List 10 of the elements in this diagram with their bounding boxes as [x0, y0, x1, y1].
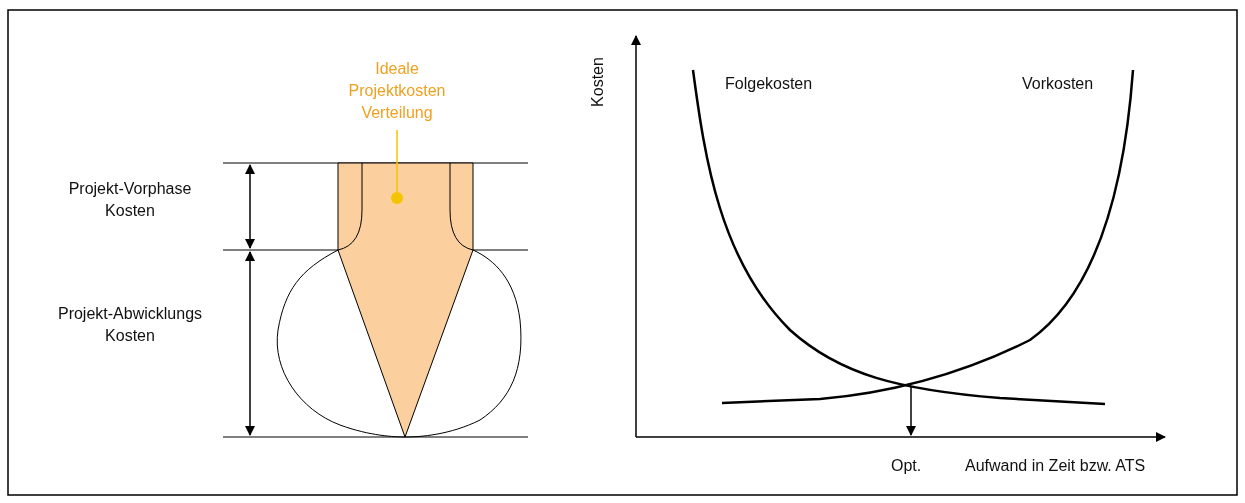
funnel-shape: [276, 162, 522, 438]
curve-label: Folgekosten: [725, 74, 813, 94]
curve-label: Vorkosten: [1022, 74, 1094, 94]
leader-line: [391, 129, 403, 204]
callout-text: Ideale Projektkosten Verteilung: [327, 58, 467, 124]
axis-label: Kosten: [588, 57, 607, 107]
dimension-label: Projekt-Abwicklungs Kosten: [56, 304, 204, 346]
axis-label: Aufwand in Zeit bzw. ATS: [965, 456, 1146, 476]
axis-label: Opt.: [891, 456, 922, 476]
dimension-label: Projekt-Vorphase Kosten: [67, 179, 193, 221]
